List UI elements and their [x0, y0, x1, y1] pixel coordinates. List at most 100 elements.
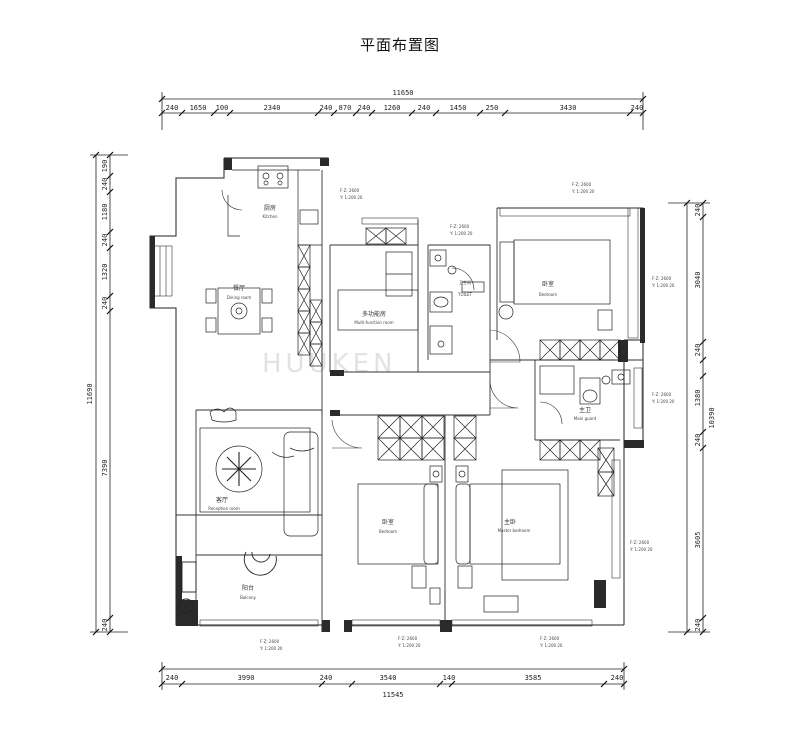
dining-label-en: Dining room	[227, 295, 252, 300]
dimension-tick	[178, 109, 186, 117]
wardrobe-cross	[297, 244, 311, 268]
bottom-seg-label: 3990	[238, 674, 255, 682]
master-bedroom-label-en: Master bedroom	[498, 528, 531, 533]
note: Y: 1:200 20	[651, 283, 675, 288]
dimension-tick	[158, 95, 166, 103]
wardrobe-cross	[399, 437, 423, 461]
dimension-tick	[92, 151, 100, 159]
dimension-tick	[436, 680, 444, 688]
wardrobe-cross	[579, 439, 601, 461]
note: Y: 1:200 20	[629, 547, 653, 552]
bottom-segment-labels: 240 3990 240 3540 140 3585 240	[166, 674, 624, 682]
right-segment-labels: 240 3040 240 1380 240 3605 240	[694, 204, 702, 632]
top-seg-label: 3430	[560, 104, 577, 112]
dimension-tick	[699, 338, 707, 346]
dimension-tick	[699, 614, 707, 622]
dimension-tick	[226, 109, 234, 117]
note: F·Z: 2600	[540, 636, 560, 641]
dimension-tick	[158, 680, 166, 688]
master-bedroom-furniture	[455, 465, 569, 613]
note: Y: 1:200 20	[571, 189, 595, 194]
wardrobe-cross	[377, 415, 401, 439]
right-total-dimension: 10390	[708, 407, 716, 428]
watermark: HUUKEN	[262, 349, 397, 379]
kitchen-label-cn: 厨房	[264, 204, 276, 212]
exterior-walls	[149, 157, 644, 632]
top-segment-labels: 240 1650 100 2340 240 870 240 1260 240 1…	[166, 104, 644, 112]
dimension-tick	[699, 199, 707, 207]
living-label-en: Reception room	[208, 506, 240, 511]
top-seg-label: 100	[216, 104, 229, 112]
s-bedroom-label-en: Bedroom	[379, 529, 397, 534]
left-seg-label: 240	[101, 234, 109, 247]
wardrobe-cross	[579, 339, 601, 361]
left-seg-label: 1180	[101, 204, 109, 221]
multi-room-label-cn: 多功能房	[362, 310, 386, 318]
left-seg-label: 7390	[101, 460, 109, 477]
wardrobe-cell	[453, 437, 477, 461]
dimension-tick	[368, 109, 376, 117]
dimension-tick	[683, 199, 691, 207]
main-wc-label-en: Main guard	[574, 416, 597, 421]
dimension-tick	[476, 109, 484, 117]
wardrobe-cross	[399, 415, 423, 439]
kitchen-label-en: Kitchen	[262, 214, 277, 219]
wardrobe-cell	[597, 471, 615, 497]
dimension-tick	[158, 109, 166, 117]
balcony-label-en: Balcony	[240, 595, 256, 600]
left-seg-label: 1320	[101, 264, 109, 281]
multi-room-label-en: Multi-function room	[354, 320, 393, 325]
note: F·Z: 2600	[398, 636, 418, 641]
balcony-chair	[178, 551, 277, 614]
dimension-tick	[432, 109, 440, 117]
dimension-tick	[448, 680, 456, 688]
wardrobe-cross	[597, 471, 615, 497]
bottom-seg-label: 240	[611, 674, 624, 682]
dimension-tick	[158, 665, 166, 673]
dimension-tick	[699, 356, 707, 364]
wardrobe-cross	[539, 339, 561, 361]
dining-table	[205, 287, 273, 335]
dimension-tick	[106, 614, 114, 622]
dimension-tick	[106, 628, 114, 636]
right-seg-label: 240	[694, 434, 702, 447]
bottom-seg-label: 240	[166, 674, 179, 682]
wardrobe-cross	[559, 439, 581, 461]
dimension-tick	[620, 680, 628, 688]
note: F·Z: 2600	[260, 639, 280, 644]
toilet-fixtures	[429, 249, 485, 355]
note: F·Z: 2600	[572, 182, 592, 187]
left-seg-label: 240	[101, 619, 109, 632]
note: Y: 1:200 20	[259, 646, 283, 651]
top-seg-label: 870	[339, 104, 352, 112]
elevation-notes: F·Z: 2600 Y: 1:200 20 F·Z: 2600 Y: 1:200…	[259, 182, 675, 651]
dimension-ticks	[92, 95, 707, 688]
dimension-tick	[699, 628, 707, 636]
main-wc-label-cn: 主卫	[579, 406, 591, 414]
wardrobe-cross	[297, 310, 311, 334]
top-seg-label: 2340	[264, 104, 281, 112]
dimension-tick	[106, 188, 114, 196]
multi-room-furniture	[337, 251, 419, 331]
dimension-lines	[90, 92, 710, 690]
toilet-label-en: TOILET	[457, 292, 473, 297]
dining-label-cn: 餐厅	[233, 284, 245, 292]
bottom-seg-label: 140	[443, 674, 456, 682]
wardrobe-units	[297, 227, 621, 497]
dimension-tick	[106, 244, 114, 252]
wardrobe-cross	[297, 266, 311, 290]
wardrobe-cross	[309, 321, 323, 345]
note: Y: 1:200 20	[397, 643, 421, 648]
right-seg-label: 3605	[694, 532, 702, 549]
dimension-tick	[626, 109, 634, 117]
bottom-seg-label: 3585	[525, 674, 542, 682]
note: F·Z: 2600	[630, 540, 650, 545]
ne-bedroom-furniture	[498, 239, 613, 331]
dimension-tick	[106, 292, 114, 300]
note: Y: 1:200 20	[539, 643, 563, 648]
wardrobe-cross	[453, 437, 477, 461]
top-seg-label: 250	[486, 104, 499, 112]
kitchen-counter	[227, 165, 322, 246]
wardrobe-cell	[579, 439, 601, 461]
